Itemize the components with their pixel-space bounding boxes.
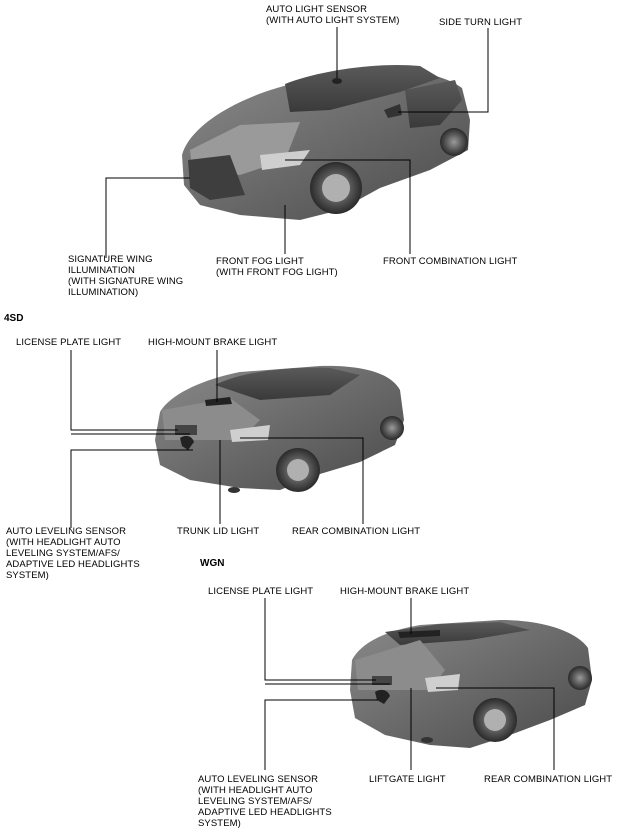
front-fog-light-label: FRONT FOG LIGHT (WITH FRONT FOG LIGHT) (216, 256, 338, 278)
side-turn-light-label: SIDE TURN LIGHT (439, 17, 523, 28)
wagon-license-plate-light-label: LICENSE PLATE LIGHT (208, 586, 314, 597)
section-label-wagon: WGN (200, 558, 225, 569)
sedan-license-plate-light-label: LICENSE PLATE LIGHT (16, 337, 122, 348)
wagon-rear-combination-light-label: REAR COMBINATION LIGHT (484, 774, 613, 785)
front-combination-light-label: FRONT COMBINATION LIGHT (383, 256, 518, 267)
leader-lines (70, 27, 555, 770)
section-label-sedan: 4SD (4, 313, 24, 324)
signature-wing-label: SIGNATURE WING ILLUMINATION (WITH SIGNAT… (68, 254, 184, 298)
sedan-high-mount-brake-light-label: HIGH-MOUNT BRAKE LIGHT (148, 337, 278, 348)
wagon-high-mount-brake-light-label: HIGH-MOUNT BRAKE LIGHT (340, 586, 470, 597)
sedan-auto-leveling-sensor-label: AUTO LEVELING SENSOR (WITH HEADLIGHT AUT… (6, 526, 140, 581)
sedan-car-illustration (155, 365, 404, 493)
front-car-illustration (182, 64, 470, 220)
trunk-lid-light-label: TRUNK LID LIGHT (177, 526, 260, 537)
liftgate-light-label: LIFTGATE LIGHT (369, 774, 446, 785)
auto-light-sensor-label: AUTO LIGHT SENSOR (WITH AUTO LIGHT SYSTE… (266, 4, 400, 26)
wagon-auto-leveling-sensor-label: AUTO LEVELING SENSOR (WITH HEADLIGHT AUT… (198, 774, 332, 829)
sedan-rear-combination-light-label: REAR COMBINATION LIGHT (292, 526, 421, 537)
